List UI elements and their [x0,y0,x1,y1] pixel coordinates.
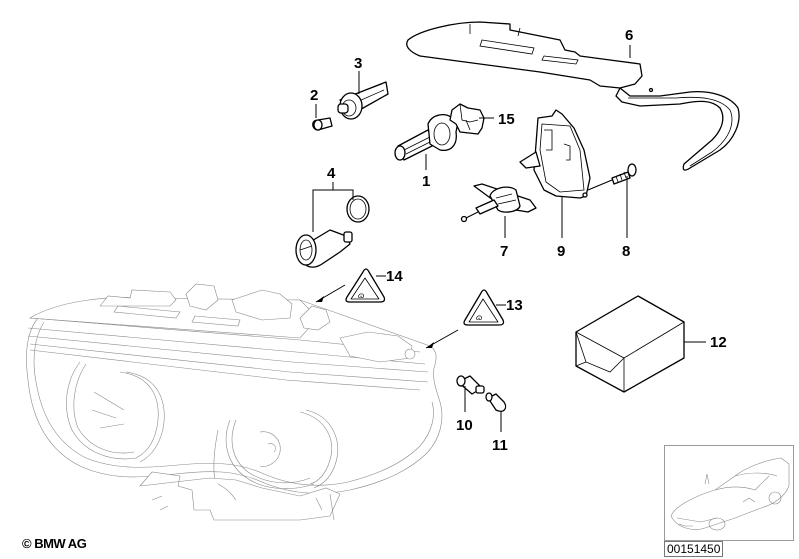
part-4-socket-with-ring [295,195,370,268]
diagram-id: 00151450 [664,541,724,557]
callout-2: 2 [310,87,318,104]
part-10-bulb-holder [456,375,485,395]
callout-1: 1 [422,173,430,190]
part-14-warning-label: ɷ [345,268,386,303]
part-12-repair-kit-box [575,295,685,393]
part-8-screw [587,163,637,191]
leader-lines [312,45,706,432]
part-9-control-unit [519,109,591,199]
callout-10: 10 [456,417,473,434]
part-2-bulb [312,117,333,131]
part-3-bulb-socket [337,81,389,120]
label-placement-arrows [315,284,459,349]
svg-text:ɷ: ɷ [476,313,482,322]
part-11-bulb [485,392,507,412]
part-6-seal-gasket [406,21,740,171]
callout-4: 4 [327,165,336,182]
callout-9: 9 [557,243,565,260]
copyright: © BMW AG [22,536,87,551]
part-15-retaining-clip [449,103,485,135]
part-13-warning-label: ɷ [463,289,505,326]
callout-12: 12 [710,334,727,351]
callout-15: 15 [498,111,515,128]
callout-14: 14 [386,268,403,285]
callout-3: 3 [354,55,362,72]
callout-13: 13 [506,297,523,314]
headlight-housing [26,283,443,521]
callout-8: 8 [622,243,630,260]
vehicle-thumbnail [664,445,794,541]
callout-numbers: 2 3 1 15 6 4 7 9 8 14 13 12 10 11 [310,27,727,454]
car-outline-icon [670,457,790,531]
part-1-h7-bulb [394,113,459,161]
part-7-actuator [460,183,537,223]
svg-text:ɷ: ɷ [358,291,364,300]
callout-7: 7 [500,243,508,260]
callout-6: 6 [625,27,633,44]
callout-11: 11 [492,437,508,454]
